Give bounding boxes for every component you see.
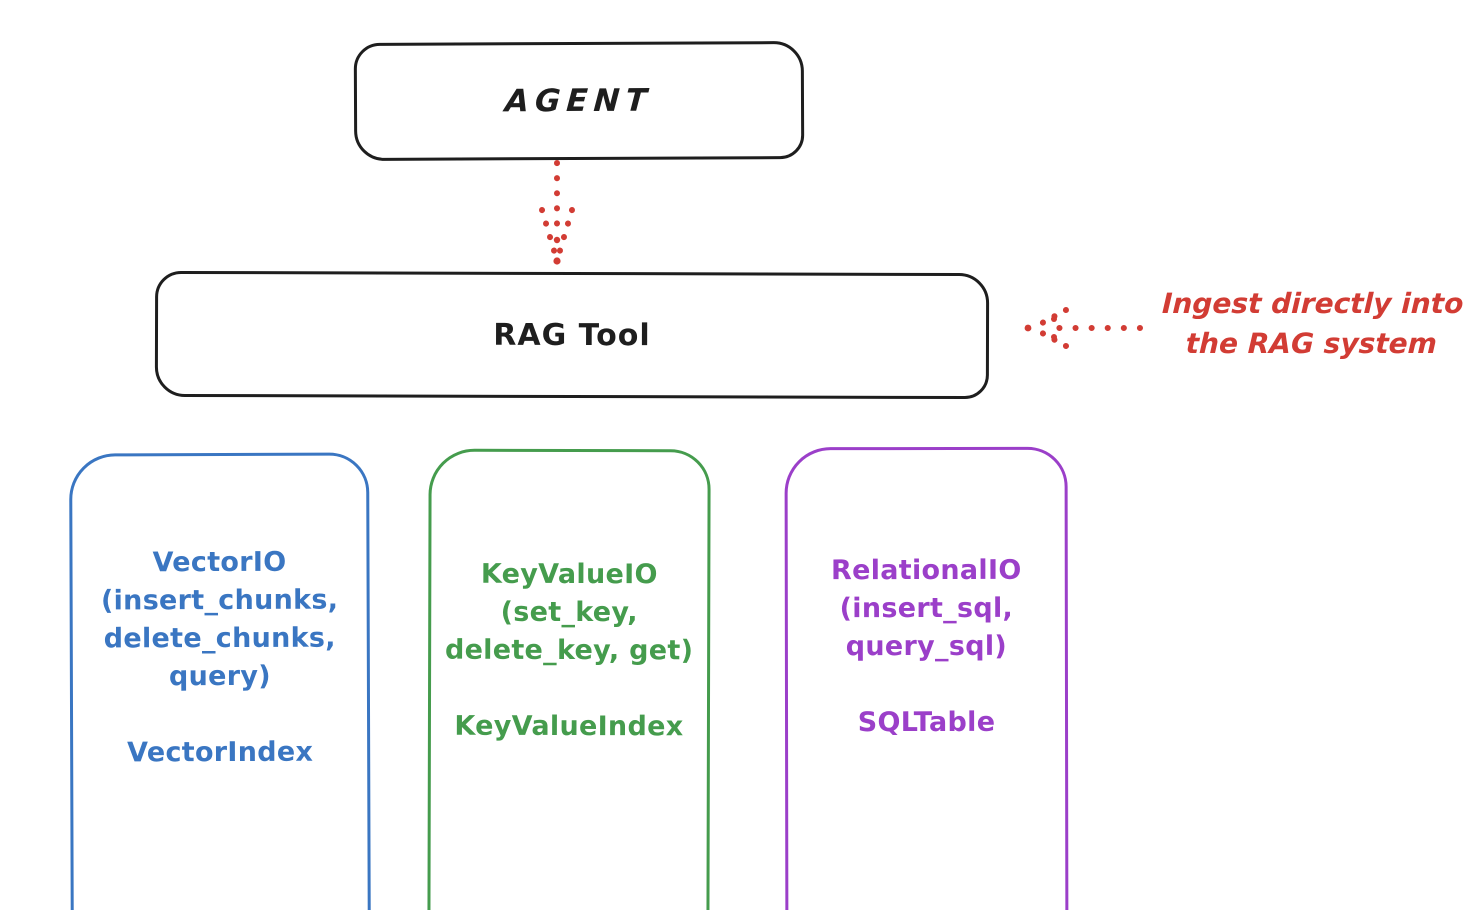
vector-io-box: VectorIO (insert_chunks, delete_chunks, … bbox=[69, 452, 371, 910]
storage-box-name: RelationalIO bbox=[830, 554, 1022, 587]
agent-label: AGENT bbox=[503, 82, 655, 120]
storage-box-name: KeyValueIO bbox=[480, 558, 658, 591]
storage-box-method-line: delete_key, get) bbox=[444, 634, 694, 667]
storage-box-method-line: delete_chunks, bbox=[103, 622, 336, 655]
relational-io-box: RelationalIO (insert_sql, query_sql) SQL… bbox=[784, 446, 1069, 910]
storage-box-method-line: (insert_sql, bbox=[839, 592, 1014, 625]
keyvalue-io-box: KeyValueIO (set_key, delete_key, get) Ke… bbox=[427, 448, 711, 910]
ingest-annotation: Ingest directly into the RAG system bbox=[1139, 284, 1484, 364]
agent-to-ragtool-dotted-arrow-icon bbox=[539, 160, 575, 265]
ingest-annotation-line1: Ingest directly into bbox=[1161, 287, 1464, 320]
rag-tool-box: RAG Tool bbox=[154, 270, 990, 400]
rag-tool-label: RAG Tool bbox=[493, 317, 651, 353]
storage-box-name: VectorIO bbox=[152, 546, 287, 579]
agent-box: AGENT bbox=[353, 41, 805, 161]
ingest-dotted-arrow-icon bbox=[1024, 307, 1143, 349]
storage-box-index-label: SQLTable bbox=[857, 706, 996, 739]
storage-box-method-line: query_sql) bbox=[845, 630, 1008, 663]
storage-box-method-line: query) bbox=[168, 660, 271, 693]
storage-box-index-label: KeyValueIndex bbox=[454, 710, 684, 743]
ingest-annotation-line2: the RAG system bbox=[1185, 327, 1438, 360]
storage-box-method-line: (insert_chunks, bbox=[100, 584, 339, 617]
storage-box-index-label: VectorIndex bbox=[127, 736, 314, 769]
storage-box-method-line: (set_key, bbox=[500, 596, 638, 629]
